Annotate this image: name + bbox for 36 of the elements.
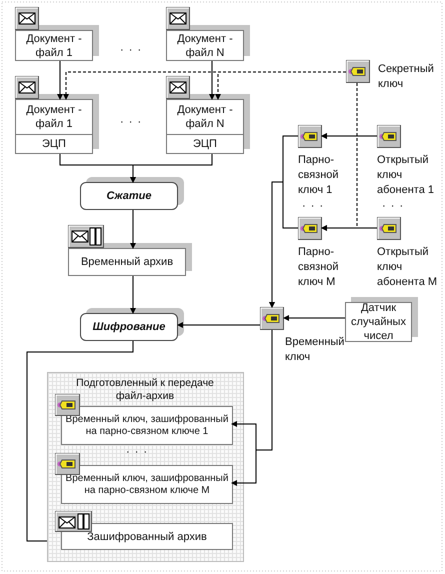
arrow bbox=[269, 182, 298, 308]
arrow bbox=[231, 330, 272, 486]
key-label: Парно-связной ключ 1 bbox=[298, 153, 340, 198]
group-title: Подготовленный к передаче файл-архив bbox=[75, 377, 215, 403]
arrow bbox=[130, 276, 136, 314]
signature-text: ЭЦП bbox=[167, 134, 243, 153]
ellipsis-text: · · · bbox=[120, 116, 142, 128]
ellipsis-text: · · · bbox=[302, 200, 324, 212]
signature-text: ЭЦП bbox=[16, 134, 92, 153]
ellipsis-text: · · · bbox=[382, 200, 404, 212]
key-label: Открытый ключ абонента 1 bbox=[377, 153, 436, 198]
arrow bbox=[130, 154, 212, 183]
key-label: Временный ключ bbox=[285, 335, 342, 365]
group-panel bbox=[47, 372, 244, 562]
arrow bbox=[283, 315, 346, 321]
box-text: Зашифрованный архив bbox=[87, 530, 207, 544]
arrow bbox=[209, 60, 215, 100]
ellipsis-text: · · · bbox=[120, 44, 142, 56]
connector-line bbox=[26, 340, 134, 542]
ellipsis-text: · · · bbox=[126, 446, 148, 458]
box-text: Временный архив bbox=[80, 255, 174, 269]
arrow bbox=[57, 60, 63, 100]
arrow bbox=[321, 225, 378, 231]
box-text: Документ - файл N bbox=[176, 32, 234, 60]
box-text: Документ - файл N bbox=[176, 103, 234, 132]
arrow bbox=[321, 133, 378, 139]
box-text: Документ - файл 1 bbox=[25, 103, 83, 132]
arrow bbox=[177, 322, 260, 328]
box-text: Документ - файл 1 bbox=[25, 32, 83, 60]
dashed-arrow bbox=[215, 72, 346, 100]
arrow bbox=[130, 210, 136, 249]
key-label: Парно-связной ключ M bbox=[298, 245, 340, 290]
box-text: Временный ключ, зашифрованный на парно-связном ключе 1 bbox=[64, 414, 230, 438]
box-text: Временный ключ, зашифрованный на парно-связном ключе M bbox=[64, 472, 230, 496]
key-label: Секретный ключ bbox=[378, 62, 435, 92]
key-label: Открытый ключ абонента M bbox=[377, 245, 438, 290]
